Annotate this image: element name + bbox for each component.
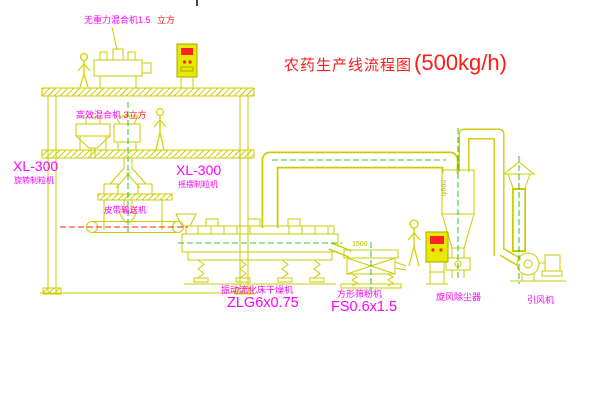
granulator-center-name: 摇摆制粒机 <box>178 180 218 189</box>
diagram-title-capacity: (500kg/h) <box>414 50 507 75</box>
dimension-duct-diameter: φ600 <box>441 179 448 196</box>
square-sieve <box>328 242 407 289</box>
y-chute-granulators <box>103 158 153 223</box>
dryer-model-label: ZLG6x0.75 <box>227 295 299 311</box>
cyclone-outlet-pipe <box>458 128 505 256</box>
granulator-upper <box>113 115 141 150</box>
roof-mixer <box>93 48 152 89</box>
fan-label: 引风机 <box>527 295 555 305</box>
sieve-model-label: FS0.6x1.5 <box>331 299 398 315</box>
building-structure <box>40 87 255 295</box>
granulator-center-model: XL-300 <box>176 162 222 178</box>
roof-mixer-label-suffix: 立方 <box>157 15 176 25</box>
granulator-left-model: XL-300 <box>13 158 59 174</box>
control-cabinet-upper <box>176 43 198 89</box>
mixer-2f-label-main: 高效混合机 <box>76 110 122 120</box>
worker-roof-icon <box>77 52 91 88</box>
worker-ground-icon <box>407 219 421 267</box>
control-cabinet-lower <box>425 231 449 285</box>
roof-mixer-label-main: 无重力混合机1.5 <box>84 15 151 25</box>
mixer-2f-label-suffix: 3立方 <box>123 110 147 120</box>
diagram-title-text: 农药生产线流程图 <box>284 57 413 74</box>
granulator-left-name: 旋转制粒机 <box>14 176 54 185</box>
worker-floor2-icon <box>153 107 167 151</box>
mixer-2f-label: 高效混合机 3立方 <box>76 111 147 120</box>
dryer-name-label: 振动流化床干燥机 <box>221 285 294 295</box>
exhaust-duct <box>261 151 459 228</box>
screen-artifact <box>196 0 198 6</box>
high-efficiency-mixer <box>74 116 112 158</box>
dimension-sieve-length: 1500 <box>352 241 368 248</box>
cyclone-label: 旋风除尘器 <box>436 292 482 302</box>
label-leader-line <box>111 26 118 51</box>
induced-draft-fan <box>499 248 566 282</box>
centerlines <box>127 102 520 292</box>
worker-figures <box>77 52 421 267</box>
sieve-name-label: 方形筛粉机 <box>337 289 383 299</box>
fluid-bed-dryer <box>175 213 339 285</box>
roof-mixer-label: 无重力混合机1.5 立方 <box>84 16 175 25</box>
belt-conveyor-label: 皮带输送机 <box>104 205 147 215</box>
diagram-title: 农药生产线流程图 (500kg/h) <box>284 50 507 76</box>
